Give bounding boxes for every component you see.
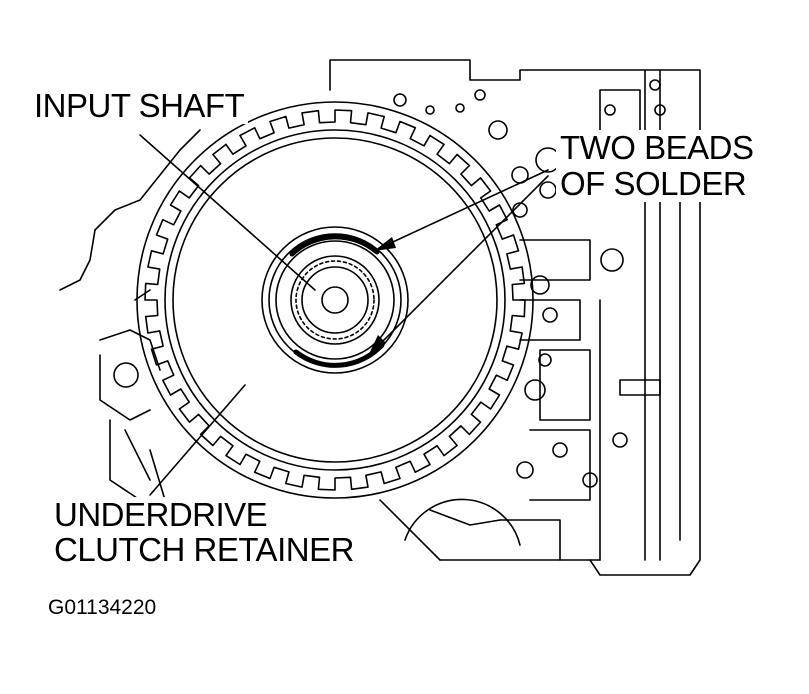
- clutch-drum-inner-ring: [164, 129, 506, 471]
- clutch-drum-face: [172, 137, 498, 463]
- label-clutch-retainer: CLUTCH RETAINER: [50, 532, 358, 568]
- solder-bead-lower: [293, 342, 385, 368]
- leader-line-input-shaft: [139, 134, 316, 291]
- label-input-shaft: INPUT SHAFT: [30, 88, 249, 124]
- leader-line-bead-lower: [373, 175, 549, 351]
- leader-line-underdrive: [149, 384, 246, 496]
- label-of-solder: OF SOLDER: [556, 166, 751, 202]
- clutch-drum-splines: [144, 109, 526, 491]
- arrowhead-bead-lower: [368, 335, 386, 356]
- arrowhead-bead-upper: [374, 237, 396, 251]
- figure-id: G01134220: [48, 596, 157, 619]
- leader-line-bead-upper: [379, 169, 549, 249]
- input-shaft-hub: [261, 226, 409, 374]
- label-underdrive: UNDERDRIVE: [50, 497, 272, 533]
- clutch-drum-outer: [136, 101, 534, 499]
- solder-bead-upper: [289, 234, 380, 257]
- label-two-beads: TWO BEADS: [556, 130, 758, 166]
